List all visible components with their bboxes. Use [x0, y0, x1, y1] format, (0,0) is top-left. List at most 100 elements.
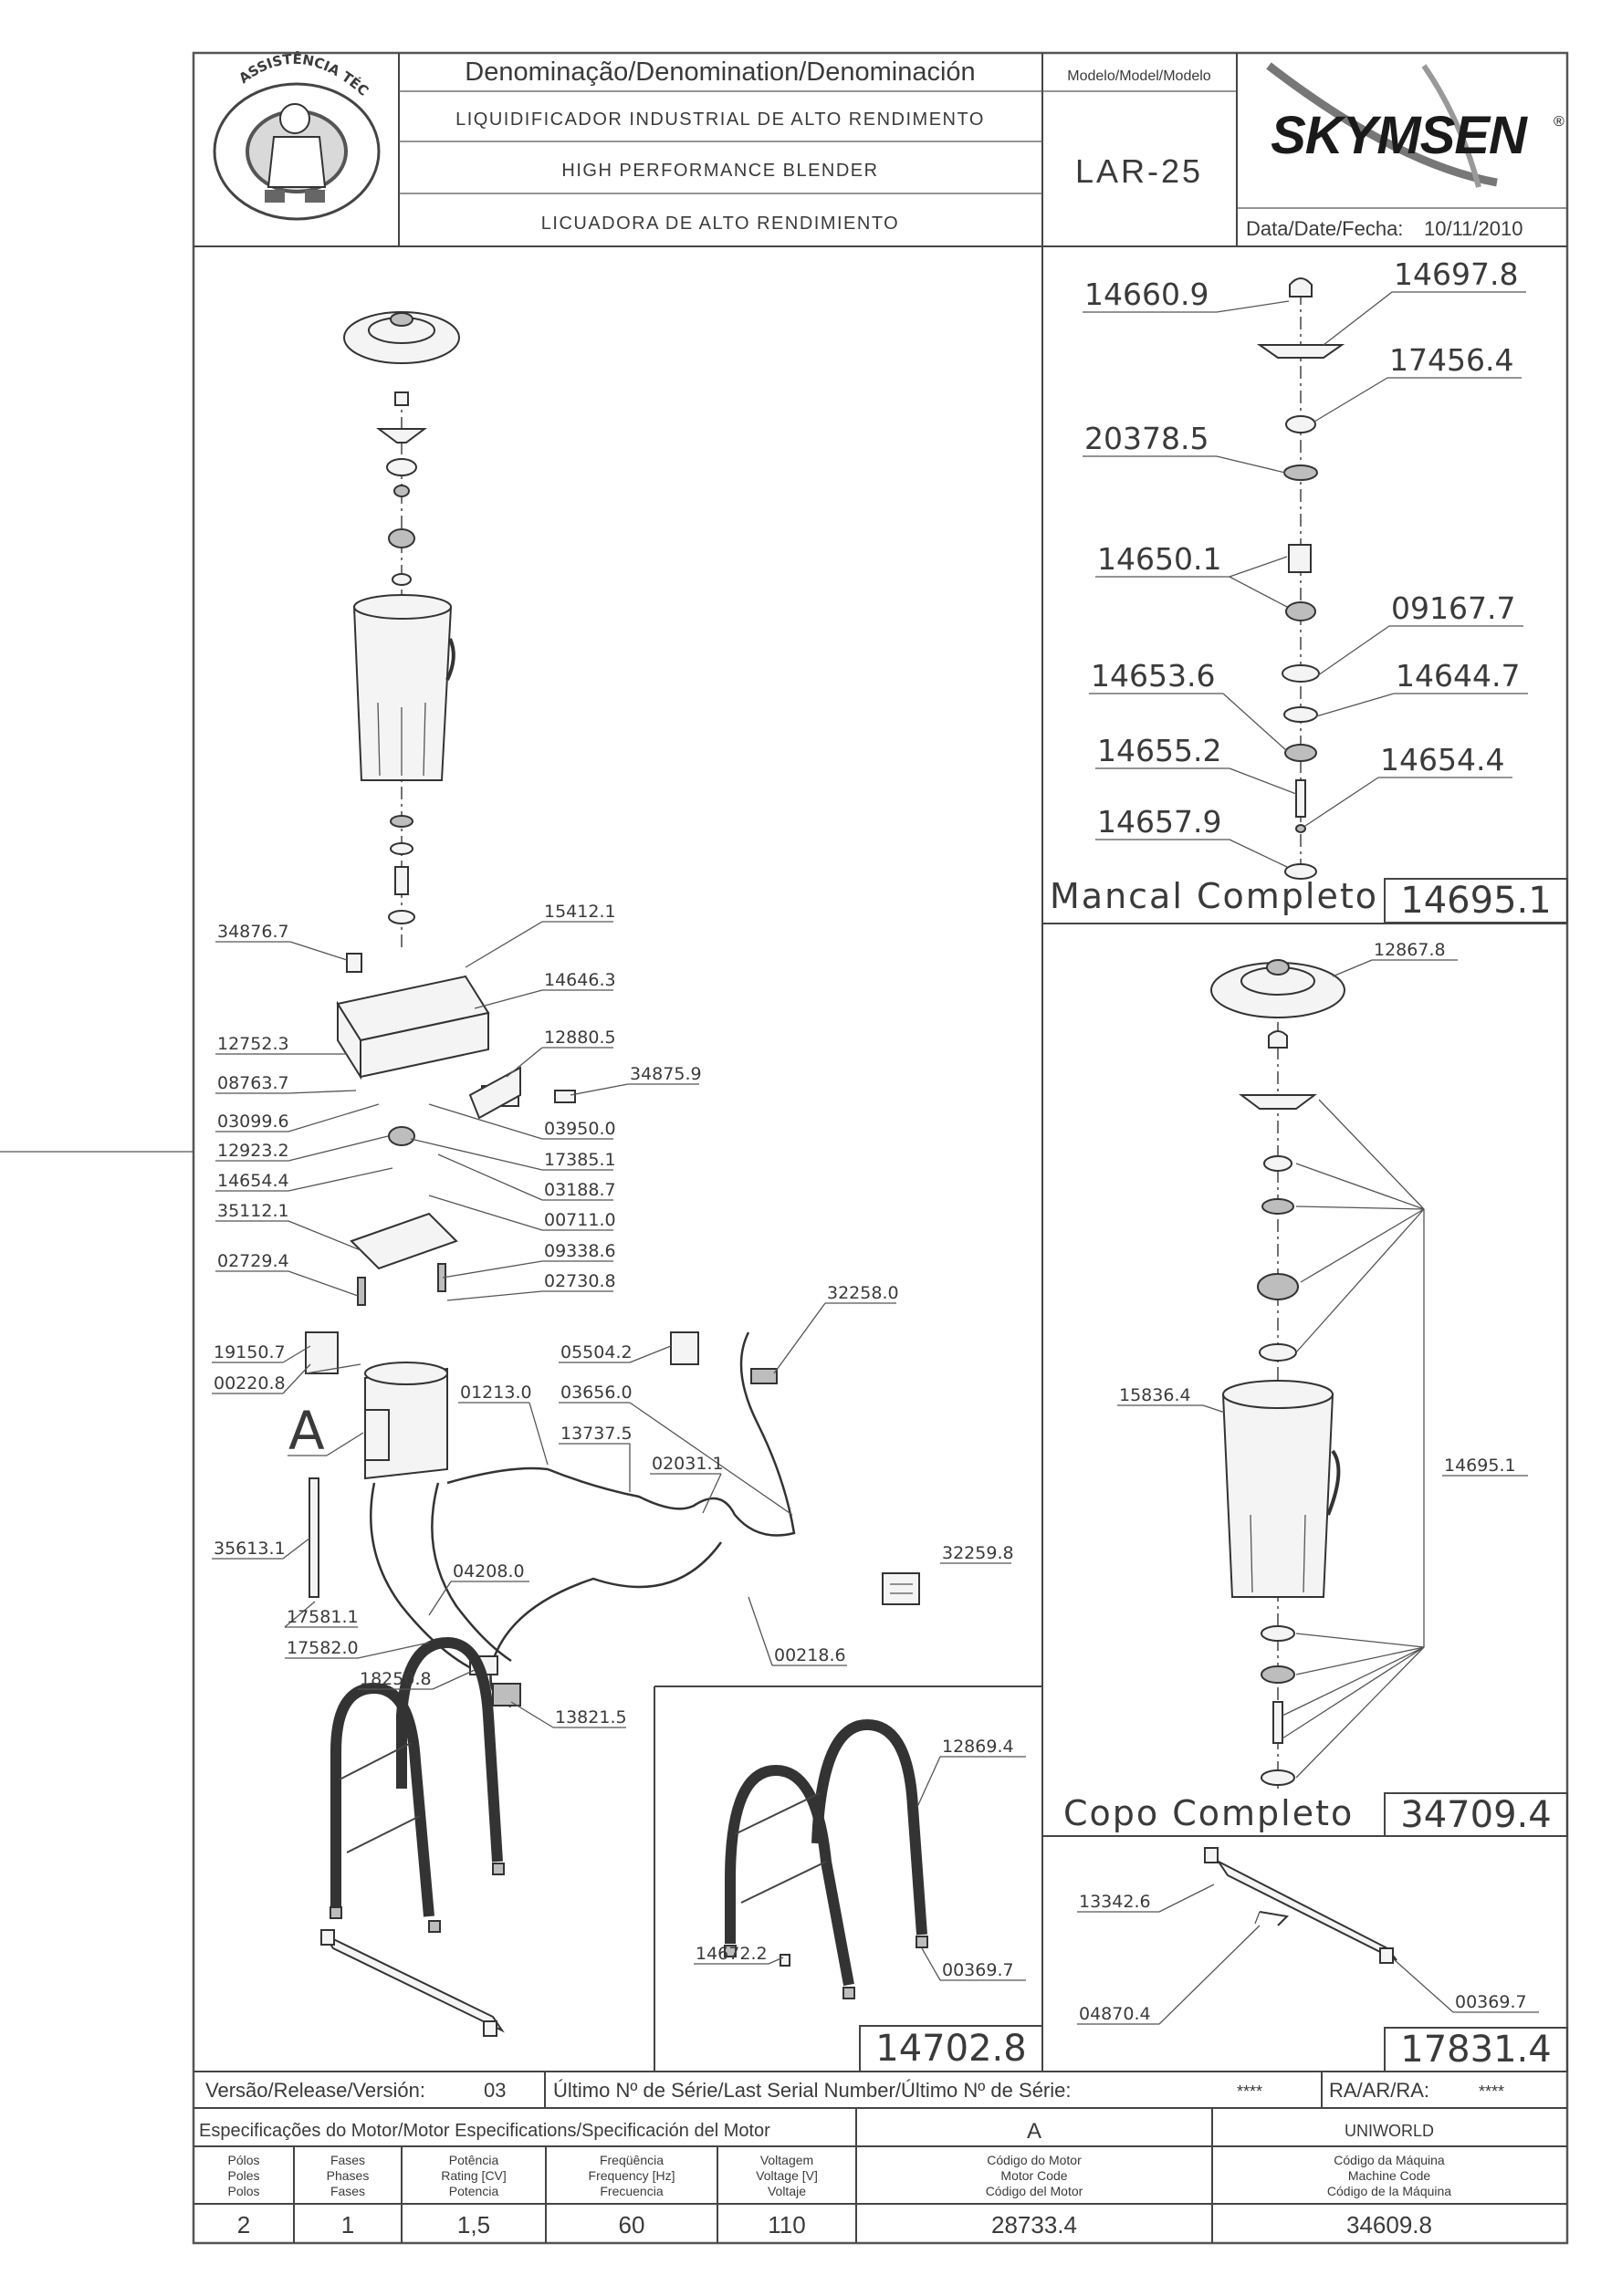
- rail-label-13342-6: 13342.6: [1077, 1884, 1215, 1913]
- label-03188-7: 03188.7: [437, 1153, 616, 1201]
- part-number-text: 00218.6: [774, 1645, 846, 1665]
- part-number-text: 09167.7: [1391, 590, 1515, 626]
- label-02730-8: 02730.8: [446, 1271, 616, 1301]
- part-number-text: 12867.8: [1374, 940, 1446, 960]
- label-17385-1: 17385.1: [410, 1138, 616, 1171]
- serial-label: Último Nº de Série/Last Serial Number/Úl…: [553, 2079, 1072, 2102]
- part-number-text: 14654.4: [1380, 742, 1504, 778]
- main-stand-part: [320, 1636, 505, 2037]
- skymsen-logo: SKYMSEN ®: [1266, 62, 1564, 188]
- label-12923-2: 12923.2: [215, 1135, 389, 1162]
- value-machine-code: 34609.8: [1346, 2211, 1432, 2239]
- part-number-text: 14646.3: [544, 970, 616, 990]
- label-08763-7: 08763.7: [215, 1073, 357, 1094]
- label-15412-1: 15412.1: [465, 902, 616, 968]
- part-number-text: 00220.8: [214, 1373, 286, 1393]
- part-number-text: 20378.5: [1084, 421, 1209, 456]
- mancal-label-14654-4: 14654.4: [1304, 742, 1512, 827]
- mancal-label-17456-4: 17456.4: [1313, 342, 1522, 423]
- header-poles-en: Poles: [227, 2168, 259, 2183]
- support-label-12869-4: 12869.4: [916, 1737, 1026, 1808]
- value-voltage: 110: [768, 2211, 805, 2239]
- mancal-label-09167-7: 09167.7: [1317, 590, 1523, 676]
- part-number-text: 02730.8: [544, 1271, 616, 1291]
- part-number-text: 13821.5: [555, 1707, 627, 1727]
- label-17582-0: 17582.0: [285, 1638, 430, 1659]
- part-number-text: 19150.7: [214, 1342, 286, 1362]
- header-voltage-pt: Voltagem: [760, 2153, 813, 2167]
- part-number-text: 14655.2: [1097, 733, 1221, 768]
- label-03950-0: 03950.0: [428, 1103, 616, 1140]
- part-number-text: 02031.1: [652, 1454, 724, 1474]
- model-label: Modelo/Model/Modelo: [1067, 68, 1211, 84]
- part-number-text: 17582.0: [287, 1638, 359, 1658]
- copo-label-14695-1: 14695.1: [1442, 1456, 1528, 1477]
- date-label: Data/Date/Fecha:: [1246, 217, 1403, 240]
- part-number-text: 14650.1: [1097, 541, 1221, 577]
- value-motor-code: 28733.4: [991, 2211, 1077, 2239]
- copo-labels: 12867.8 15836.4 14695.1: [1117, 940, 1528, 1477]
- header-rating-pt: Potência: [449, 2153, 499, 2167]
- header-machine-code-en: Machine Code: [1348, 2168, 1430, 2183]
- panel-dividers: [194, 246, 1567, 2072]
- label-34875-9: 34875.9: [570, 1064, 702, 1096]
- blade-part: [376, 428, 427, 444]
- name-es: LICUADORA DE ALTO RENDIMIENTO: [541, 214, 899, 234]
- motor-spec-title: Especificações do Motor/Motor Especifica…: [199, 2121, 770, 2141]
- part-number-text: 14644.7: [1396, 658, 1520, 694]
- ra-value: ****: [1479, 2082, 1504, 2101]
- part-number-text: 14657.9: [1097, 804, 1221, 840]
- header-motor-code-es: Código del Motor: [986, 2184, 1083, 2198]
- main-part-labels: 34876.7 15412.1 14646.3 12752.3 12880.5 …: [212, 902, 1014, 1728]
- name-pt: LIQUIDIFICADOR INDUSTRIAL DE ALTO RENDIM…: [455, 110, 985, 130]
- copo-code-box: [1384, 1792, 1568, 1837]
- mancal-label-14653-6: 14653.6: [1089, 658, 1288, 752]
- rail-label-00369-7: 00369.7: [1394, 1959, 1539, 2013]
- label-12752-3: 12752.3: [215, 1034, 347, 1055]
- label-03099-6: 03099.6: [215, 1103, 380, 1132]
- registered-mark: ®: [1554, 114, 1564, 130]
- mancal-title: Mancal Completo: [1050, 876, 1378, 916]
- part-number-text: A: [288, 1400, 325, 1462]
- part-number-text: 08763.7: [217, 1073, 289, 1093]
- mancal-label-14644-7: 14644.7: [1315, 658, 1528, 717]
- part-number-text: 17456.4: [1389, 342, 1513, 378]
- part-number-text: 03950.0: [544, 1119, 616, 1139]
- label-35112-1: 35112.1: [215, 1201, 361, 1251]
- drawing-frame: [192, 51, 1569, 2245]
- part-number-text: 14672.2: [696, 1944, 768, 1964]
- part-number-text: 12869.4: [942, 1737, 1014, 1757]
- header-machine-code-es: Código de la Máquina: [1327, 2184, 1451, 2198]
- part-number-text: 13737.5: [560, 1424, 633, 1444]
- title-block: ASSISTÊNCIA TÉCNICA AUTORIZADA Denominaç…: [0, 0, 1567, 247]
- header-frequency-pt: Freqüência: [600, 2153, 664, 2167]
- support-code-box: [859, 2025, 1043, 2072]
- label-32259-8: 32259.8: [940, 1543, 1014, 1564]
- part-number-text: 35112.1: [217, 1201, 289, 1221]
- part-number-text: 00711.0: [544, 1210, 616, 1230]
- label-18250-8: 18250.8: [358, 1669, 476, 1690]
- mancal-label-14660-9: 14660.9: [1083, 277, 1290, 313]
- label-05504-2: 05504.2: [559, 1342, 672, 1363]
- denomination-label: Denominação/Denomination/Denominación: [465, 57, 975, 87]
- motor-spec-letter: A: [1027, 2119, 1041, 2144]
- header-machine-code-pt: Código da Máquina: [1334, 2153, 1445, 2167]
- rod-part: [309, 1477, 319, 1598]
- value-frequency: 60: [619, 2211, 645, 2239]
- part-number-text: 17581.1: [287, 1607, 359, 1627]
- header-phases-es: Fases: [330, 2184, 365, 2198]
- mancal-labels: 14660.9 14697.8 17456.4 20378.5 14650.1 …: [1083, 256, 1528, 868]
- copo-label-15836-4: 15836.4: [1117, 1385, 1226, 1414]
- label-09338-6: 09338.6: [442, 1241, 616, 1278]
- part-number-text: 09338.6: [544, 1241, 616, 1261]
- label-13821-5: 13821.5: [510, 1701, 627, 1728]
- support-code: 14702.8: [875, 2028, 1026, 2070]
- header-phases-pt: Fases: [330, 2153, 365, 2167]
- label-19150-7: 19150.7: [212, 1342, 311, 1363]
- release-row: Versão/Release/Versión: 03 Último Nº de …: [194, 2072, 1567, 2109]
- mancal-label-14657-9: 14657.9: [1095, 804, 1288, 868]
- header-motor-code-en: Motor Code: [1000, 2168, 1067, 2183]
- part-number-text: 14654.4: [217, 1171, 289, 1191]
- value-poles: 2: [237, 2211, 250, 2239]
- support-labels: 12869.4 14672.2 00369.7: [694, 1737, 1026, 1981]
